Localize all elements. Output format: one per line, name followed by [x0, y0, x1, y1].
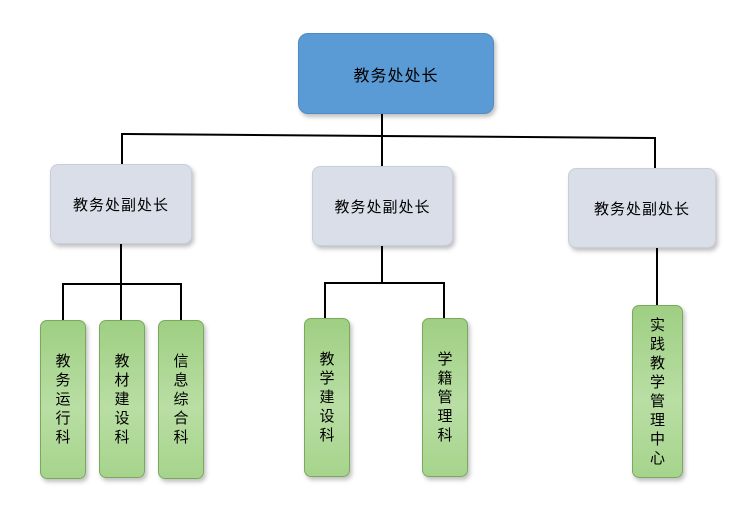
deputy-box-2: 教务处副处长 [312, 166, 453, 246]
director-box: 教务处处长 [298, 33, 494, 114]
director-label: 教务处处长 [353, 65, 439, 85]
deputy-label: 教务处副处长 [593, 199, 690, 218]
section-label: 实践教学管理中心 [650, 315, 666, 467]
section-box-teaching-operations: 教务运行科 [40, 320, 86, 479]
section-label: 学籍管理科 [437, 350, 453, 444]
section-label: 教学建设科 [319, 350, 335, 444]
connector-deputy-1-bus [62, 283, 182, 322]
section-box-teaching-construction: 教学建设科 [304, 318, 350, 477]
deputy-box-3: 教务处副处长 [568, 168, 716, 248]
deputy-label: 教务处副处长 [72, 195, 169, 214]
section-box-student-records: 学籍管理科 [422, 318, 468, 477]
section-box-practical-teaching-center: 实践教学管理中心 [632, 305, 683, 478]
section-label: 信息综合科 [173, 352, 189, 446]
section-label: 教务运行科 [55, 352, 71, 446]
connector-deputy-2-bus [324, 282, 445, 320]
connector-director-bus [121, 132, 656, 170]
section-box-textbook-construction: 教材建设科 [99, 320, 145, 478]
section-box-information-general: 信息综合科 [158, 320, 204, 479]
deputy-box-1: 教务处副处长 [50, 164, 192, 244]
section-label: 教材建设科 [114, 351, 130, 446]
deputy-label: 教务处副处长 [334, 197, 431, 216]
